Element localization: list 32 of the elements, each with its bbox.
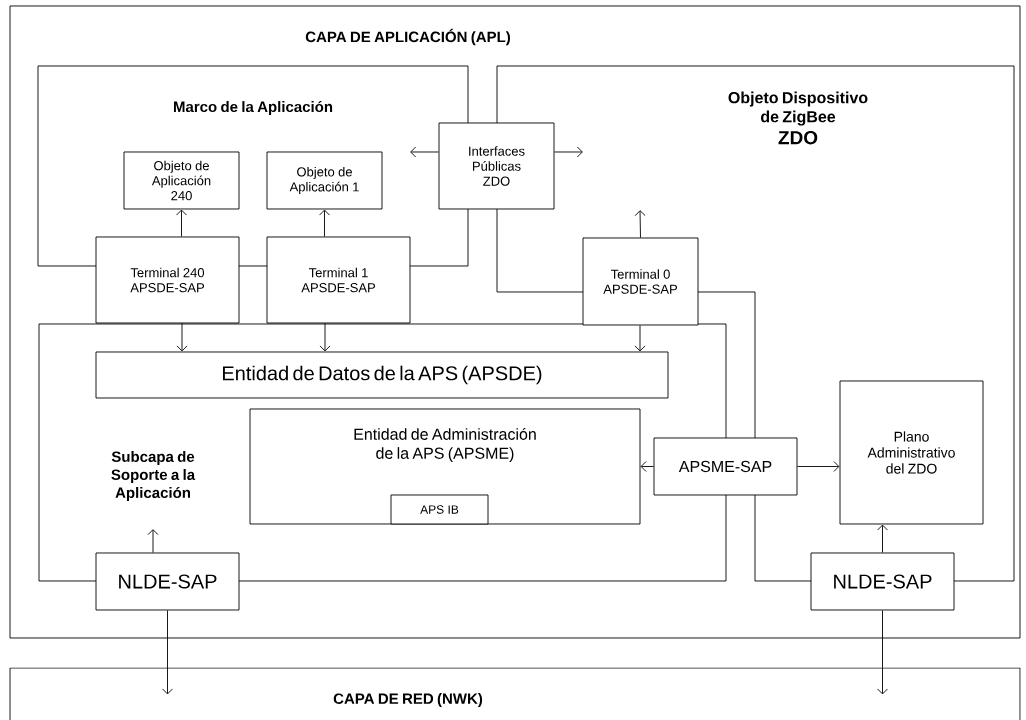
entity-box: Entidad de Datos de la APS (APSDE) bbox=[95, 351, 669, 399]
sap-box: NLDE-SAP bbox=[810, 552, 955, 611]
arrow bbox=[634, 210, 646, 238]
terminal-box: Terminal 0 APSDE-SAP bbox=[582, 237, 699, 326]
info-base-box: APS IB bbox=[390, 494, 489, 525]
object-box: Objeto de Aplicación 1 bbox=[266, 151, 383, 210]
arrow bbox=[147, 529, 159, 553]
arrow bbox=[162, 610, 173, 695]
region-heading: Objeto Dispositivo de ZigBee ZDO bbox=[728, 91, 868, 145]
object-box: Objeto de Aplicación 240 bbox=[123, 151, 240, 210]
arrow bbox=[319, 323, 331, 352]
region-heading: Subcapa de Soporte a la Aplicación bbox=[111, 451, 196, 501]
arrow bbox=[410, 146, 439, 158]
layer-title: CAPA DE APLICACIÓN (APL) bbox=[305, 28, 510, 46]
sap-box: NLDE-SAP bbox=[95, 552, 240, 611]
arrow bbox=[797, 461, 840, 472]
region-heading: Marco de la Aplicación bbox=[174, 100, 333, 116]
arrow bbox=[634, 325, 646, 352]
arrow bbox=[640, 461, 654, 472]
arrow bbox=[176, 323, 188, 352]
plane-box: Plano Administrativo del ZDO bbox=[839, 380, 984, 525]
arrow bbox=[877, 610, 888, 695]
arrow bbox=[319, 209, 330, 237]
interface-box: Interfaces Públicas ZDO bbox=[438, 122, 555, 210]
layer-title: CAPA DE RED (NWK) bbox=[333, 693, 483, 707]
arrow bbox=[877, 524, 888, 553]
arrow bbox=[554, 146, 583, 158]
sap-box: APSME-SAP bbox=[653, 437, 798, 496]
terminal-box: Terminal 240 APSDE-SAP bbox=[95, 236, 240, 324]
terminal-box: Terminal 1 APSDE-SAP bbox=[266, 236, 411, 324]
arrow bbox=[176, 209, 187, 237]
entity-title: Entidad de Administración de la APS (APSME) bbox=[354, 427, 536, 463]
